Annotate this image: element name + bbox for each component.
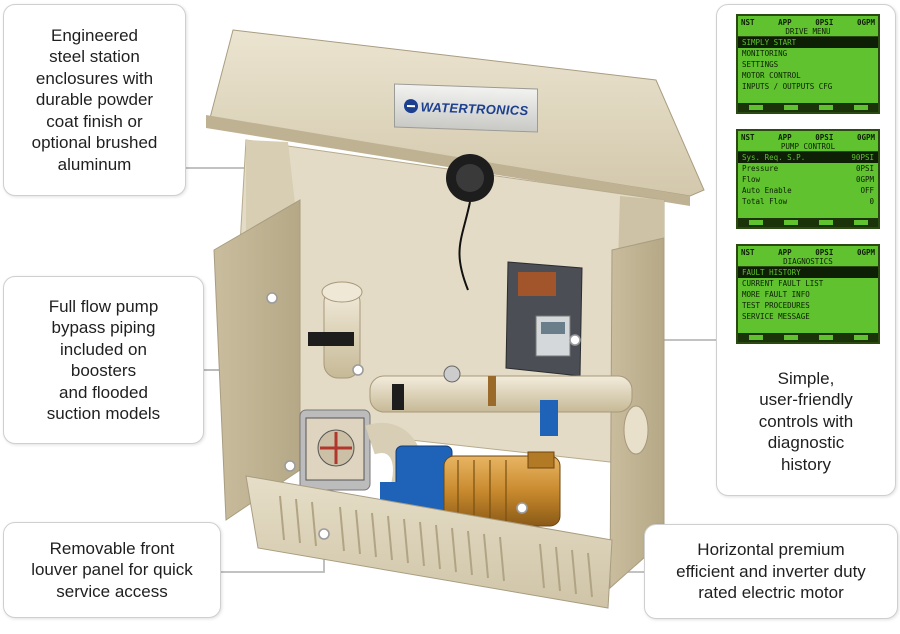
- lcd-status-bar: NST APP 0PSI 0GPM: [738, 246, 878, 257]
- callout-line: efficient and inverter duty: [676, 561, 866, 581]
- callout-line: user-friendly: [759, 390, 853, 409]
- callout-line: service access: [56, 581, 168, 601]
- callout-line: Full flow pump: [48, 296, 159, 316]
- lcd-menu-item: FAULT HISTORY: [738, 267, 878, 278]
- louver-panel: [245, 475, 613, 609]
- lcd-menu-label: SERVICE MESSAGE: [742, 312, 810, 321]
- lcd-menu-item: INPUTS / OUTPUTS CFG: [738, 81, 878, 92]
- callout-line: aluminum: [57, 154, 132, 174]
- callout-line: rated electric motor: [698, 583, 844, 603]
- lcd-pump-control: NST APP 0PSI 0GPM PUMP CONTROL Sys. Req.…: [736, 129, 880, 229]
- lcd-menu-label: MOTOR CONTROL: [742, 71, 801, 80]
- lcd-menu-label: INPUTS / OUTPUTS CFG: [742, 82, 833, 91]
- callout-enclosure: Engineered steel station enclosures with…: [3, 4, 186, 196]
- lcd-param-label: Flow: [742, 175, 761, 184]
- lcd-status: NST: [741, 18, 755, 27]
- lcd-menu-item: MONITORING: [738, 48, 878, 59]
- lcd-menu-label: CURRENT FAULT LIST: [742, 279, 824, 288]
- lcd-param-label: Total Flow: [742, 197, 788, 206]
- lcd-menu-item: MOTOR CONTROL: [738, 70, 878, 81]
- watertronics-logo-icon: [403, 98, 418, 114]
- electric-motor: [443, 455, 561, 527]
- callout-line: durable powder: [35, 90, 154, 110]
- callout-line: and flooded: [59, 382, 148, 402]
- lcd-menu-item: MORE FAULT INFO: [738, 289, 878, 300]
- callout-line: diagnostic: [767, 433, 845, 452]
- lcd-softkeys: [738, 218, 878, 227]
- lcd-param-label: Auto Enable: [742, 186, 792, 195]
- callout-line: optional brushed: [31, 133, 158, 153]
- bypass-pipe: [369, 375, 633, 413]
- enclosure-back: [229, 139, 665, 469]
- callout-motor: Horizontal premium efficient and inverte…: [644, 524, 898, 619]
- lcd-menu-label: TEST PROCEDURES: [742, 301, 810, 310]
- callout-line: louver panel for quick: [31, 560, 193, 580]
- lcd-menu-label: MORE FAULT INFO: [742, 290, 810, 299]
- lcd-drive-menu: NST APP 0PSI 0GPM DRIVE MENU SIMPLY STAR…: [736, 14, 880, 114]
- lcd-param-value: 0: [869, 197, 874, 206]
- lcd-param-value: 0GPM: [855, 175, 874, 184]
- lcd-status: NST: [741, 248, 755, 257]
- callout-line: controls with: [758, 411, 854, 431]
- lcd-diagnostics: NST APP 0PSI 0GPM DIAGNOSTICS FAULT HIST…: [736, 244, 880, 344]
- lcd-status: 0GPM: [856, 133, 875, 142]
- lcd-menu-label: MONITORING: [742, 49, 788, 58]
- callout-line: Horizontal premium: [697, 540, 845, 560]
- lcd-menu-item: SETTINGS: [738, 59, 878, 70]
- lcd-param-row: Auto Enable OFF: [738, 185, 878, 196]
- lcd-status-bar: NST APP 0PSI 0GPM: [738, 131, 878, 142]
- callout-line: steel station: [49, 47, 140, 67]
- pump-head: [395, 445, 453, 513]
- vfd-drive: [505, 261, 583, 377]
- lcd-status: NST: [741, 133, 755, 142]
- callout-line: Engineered: [51, 25, 138, 45]
- callout-line: suction models: [46, 404, 161, 423]
- lcd-menu-label: SETTINGS: [742, 60, 779, 69]
- callout-line: history: [780, 454, 832, 474]
- lcd-param-row: Flow 0GPM: [738, 174, 878, 185]
- callout-line: Removable front: [49, 538, 175, 558]
- leader-lines: [186, 167, 716, 573]
- callout-line: bypass piping: [51, 318, 156, 337]
- callout-line: included on: [60, 339, 147, 359]
- lcd-title: DRIVE MENU: [738, 27, 878, 37]
- lcd-menu-item: CURRENT FAULT LIST: [738, 278, 878, 289]
- lcd-param-label: Pressure: [742, 164, 779, 173]
- callout-line: boosters: [70, 361, 137, 380]
- callout-line: Simple,: [777, 368, 835, 388]
- lcd-param-label: Sys. Req. S.P.: [742, 153, 806, 162]
- lcd-status: 0PSI: [815, 133, 834, 142]
- fan-icon: [446, 154, 494, 202]
- lcd-menu-item: SERVICE MESSAGE: [738, 311, 878, 322]
- lcd-param-row: Sys. Req. S.P. 90PSI: [738, 152, 878, 163]
- enclosure-left-side: [213, 199, 301, 521]
- lcd-status: APP: [778, 18, 792, 27]
- lcd-param-row: Total Flow 0: [738, 196, 878, 207]
- lcd-menu-label: FAULT HISTORY: [742, 268, 801, 277]
- lcd-status-bar: NST APP 0PSI 0GPM: [738, 16, 878, 27]
- lcd-status: APP: [778, 248, 792, 257]
- brand-name: WATERTRONICS: [420, 98, 529, 118]
- callout-line: enclosures with: [35, 68, 154, 88]
- lcd-softkeys: [738, 333, 878, 342]
- lcd-title: DIAGNOSTICS: [738, 257, 878, 267]
- lcd-menu-label: SIMPLY START: [742, 38, 797, 47]
- brand-plate: WATERTRONICS: [394, 83, 538, 133]
- lcd-status: 0GPM: [856, 248, 875, 257]
- lcd-status: 0PSI: [815, 248, 834, 257]
- lcd-menu-item: TEST PROCEDURES: [738, 300, 878, 311]
- lcd-param-row: Pressure 0PSI: [738, 163, 878, 174]
- lcd-status: 0GPM: [856, 18, 875, 27]
- lcd-param-value: OFF: [860, 186, 874, 195]
- lcd-param-value: 90PSI: [851, 153, 874, 162]
- lcd-status: 0PSI: [815, 18, 834, 27]
- callout-line: coat finish or: [46, 111, 143, 131]
- lcd-title: PUMP CONTROL: [738, 142, 878, 152]
- callout-bypass-piping: Full flow pump bypass piping included on…: [3, 276, 204, 444]
- lcd-param-value: 0PSI: [855, 164, 874, 173]
- callout-louver-panel: Removable front louver panel for quick s…: [3, 522, 221, 618]
- lcd-softkeys: [738, 103, 878, 112]
- lcd-status: APP: [778, 133, 792, 142]
- lcd-menu-item: SIMPLY START: [738, 37, 878, 48]
